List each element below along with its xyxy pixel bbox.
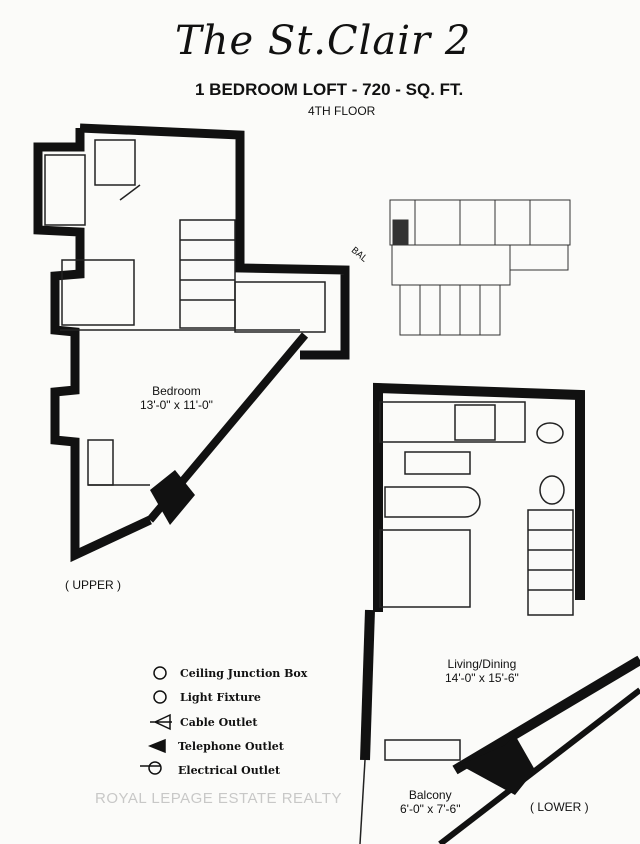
lower-column <box>460 735 535 795</box>
upper-floor-interior <box>44 139 326 486</box>
cable-outlet-icon <box>150 713 172 731</box>
floor-label: 4TH FLOOR <box>308 104 376 118</box>
living-dining-label: Living/Dining 14'-0" x 15'-6" <box>445 657 519 685</box>
lower-floor-interior <box>359 401 574 844</box>
living-dining-name: Living/Dining <box>447 657 517 671</box>
key-plan <box>389 199 571 336</box>
bedroom-size: 13'-0" x 11'-0" <box>140 398 213 412</box>
legend-item-light-fixture: Light Fixture <box>180 691 261 704</box>
telephone-outlet-icon <box>147 738 166 754</box>
lower-floor-plan <box>360 382 640 844</box>
balcony-name: Balcony <box>408 788 452 802</box>
legend-symbols <box>140 666 172 775</box>
legend-item-electrical-outlet: Electrical Outlet <box>178 764 281 777</box>
upper-level-label: ( UPPER ) <box>65 578 122 592</box>
electrical-outlet-icon <box>148 761 162 775</box>
balcony-label: Balcony 6'-0" x 7'-6" <box>400 788 460 816</box>
lower-level-label: ( LOWER ) <box>530 800 589 814</box>
balcony-size: 6'-0" x 7'-6" <box>400 802 461 816</box>
legend-item-cable-outlet: Cable Outlet <box>180 716 258 729</box>
light-fixture-icon <box>153 690 167 704</box>
legend-item-telephone-outlet: Telephone Outlet <box>178 740 284 753</box>
unit-subtitle: 1 BEDROOM LOFT - 720 - SQ. FT. <box>195 80 464 99</box>
watermark: ROYAL LEPAGE ESTATE REALTY <box>95 790 342 807</box>
upper-column <box>150 470 195 525</box>
ceiling-junction-box-icon <box>153 666 167 680</box>
legend-item-ceiling-junction-box: Ceiling Junction Box <box>180 667 308 680</box>
bedroom-label: Bedroom 13'-0" x 11'-0" <box>140 384 213 412</box>
bedroom-name: Bedroom <box>152 384 201 398</box>
living-dining-size: 14'-0" x 15'-6" <box>445 671 519 685</box>
page-title: The St.Clair 2 <box>175 18 472 64</box>
